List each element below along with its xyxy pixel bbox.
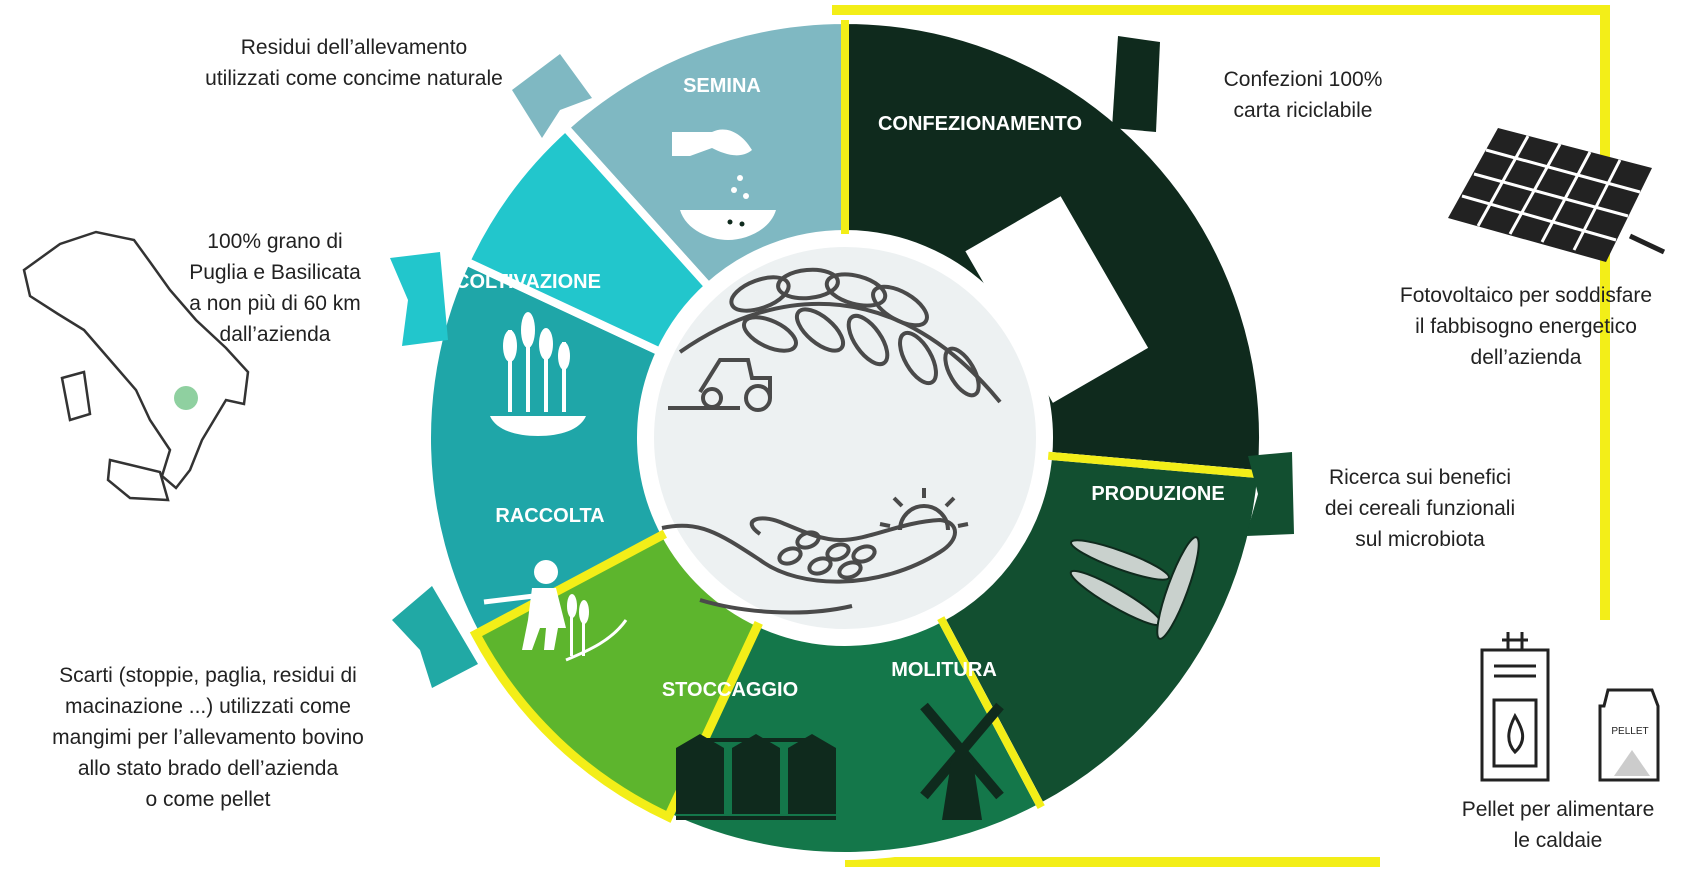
pellet-bag-label: PELLET: [1611, 726, 1648, 737]
tractor-icon: [668, 358, 772, 412]
note-line: utilizzati come concime naturale: [205, 67, 503, 90]
note-line: Scarti (stoppie, paglia, residui di: [59, 664, 357, 687]
confezionamento-note: Confezioni 100% carta riciclabile: [1168, 64, 1438, 126]
produzione-flag: [1246, 452, 1294, 536]
windmill-icon: [920, 702, 1004, 820]
segment-produzione: [935, 451, 1266, 813]
note-line: mangimi per l’allevamento bovino: [52, 726, 364, 749]
paper-package-icon: [965, 196, 1149, 403]
segment-semina: [559, 15, 849, 293]
wheat-ear-icon: [678, 267, 1002, 404]
note-line: Ricerca sui benefici: [1328, 466, 1512, 489]
harvester-farmer-icon: [483, 560, 628, 662]
production-highlight-edge: [1047, 451, 1262, 479]
note-line: o come pellet: [145, 788, 271, 811]
pellet-note: Pellet per alimentare le caldaie: [1440, 794, 1676, 856]
coltivazione-flag: [390, 252, 448, 346]
note-line: il fabbisogno energetico: [1415, 315, 1637, 338]
pellet-stove-icon: [1480, 632, 1550, 782]
note-line: Residui dell’allevamento: [240, 36, 468, 59]
sowing-hand-icon: [672, 129, 776, 240]
scarti-note: Scarti (stoppie, paglia, residui di maci…: [8, 660, 408, 815]
segment-label-molitura: MOLITURA: [891, 659, 997, 681]
pasta-icon: [1069, 536, 1200, 640]
highlight-frame: [832, 5, 1610, 620]
semina-flag: [512, 54, 592, 138]
note-line: Confezioni 100%: [1223, 68, 1383, 91]
segment-coltivazione: [460, 121, 715, 358]
silo-icon: [676, 734, 836, 820]
puglia-basilicata-marker: [174, 386, 198, 410]
center-circle: [644, 237, 1046, 639]
note-line: dei cereali funzionali: [1324, 497, 1516, 520]
stoccaggio-highlight-outline: [469, 529, 763, 823]
italy-map-icon: [22, 230, 250, 502]
note-line: carta riciclabile: [1233, 99, 1373, 122]
note-line: Pellet per alimentare: [1461, 798, 1655, 821]
scarti-flag: [392, 586, 478, 688]
produzione-note: Ricerca sui benefici dei cereali funzion…: [1300, 462, 1540, 555]
note-line: Fotovoltaico per soddisfare: [1399, 284, 1653, 307]
note-line: sul microbiota: [1355, 528, 1485, 551]
segment-label-semina: SEMINA: [683, 75, 761, 97]
note-line: macinazione ...) utilizzati come: [65, 695, 351, 718]
segment-label-raccolta: RACCOLTA: [495, 505, 604, 527]
pellet-bag-icon: PELLET: [1598, 688, 1660, 782]
solar-panel-icon: [1448, 128, 1666, 262]
note-line: dell’azienda: [1470, 346, 1582, 369]
note-line: a non più di 60 km: [189, 292, 361, 315]
segment-label-coltivazione: COLTIVAZIONE: [455, 271, 601, 293]
note-line: Puglia e Basilicata: [189, 261, 361, 284]
wheat-icon: [490, 312, 586, 436]
note-line: 100% grano di: [207, 230, 343, 253]
confezionamento-flag: [1112, 36, 1160, 132]
segment-label-stoccaggio: STOCCAGGIO: [662, 679, 798, 701]
segment-label-confezionamento: CONFEZIONAMENTO: [878, 113, 1082, 135]
semina-note: Residui dell’allevamento utilizzati come…: [164, 32, 544, 94]
coltivazione-note: 100% grano di Puglia e Basilicata a non …: [160, 226, 390, 350]
segment-label-produzione: PRODUZIONE: [1091, 483, 1224, 505]
note-line: allo stato brado dell’azienda: [77, 757, 339, 780]
fotovoltaico-note: Fotovoltaico per soddisfare il fabbisogn…: [1376, 280, 1676, 373]
segment-raccolta: [423, 256, 671, 640]
hand-with-seeds-icon: [661, 516, 957, 615]
note-line: dall’azienda: [219, 323, 331, 346]
note-line: le caldaie: [1513, 829, 1603, 852]
sun-icon: [879, 488, 969, 531]
